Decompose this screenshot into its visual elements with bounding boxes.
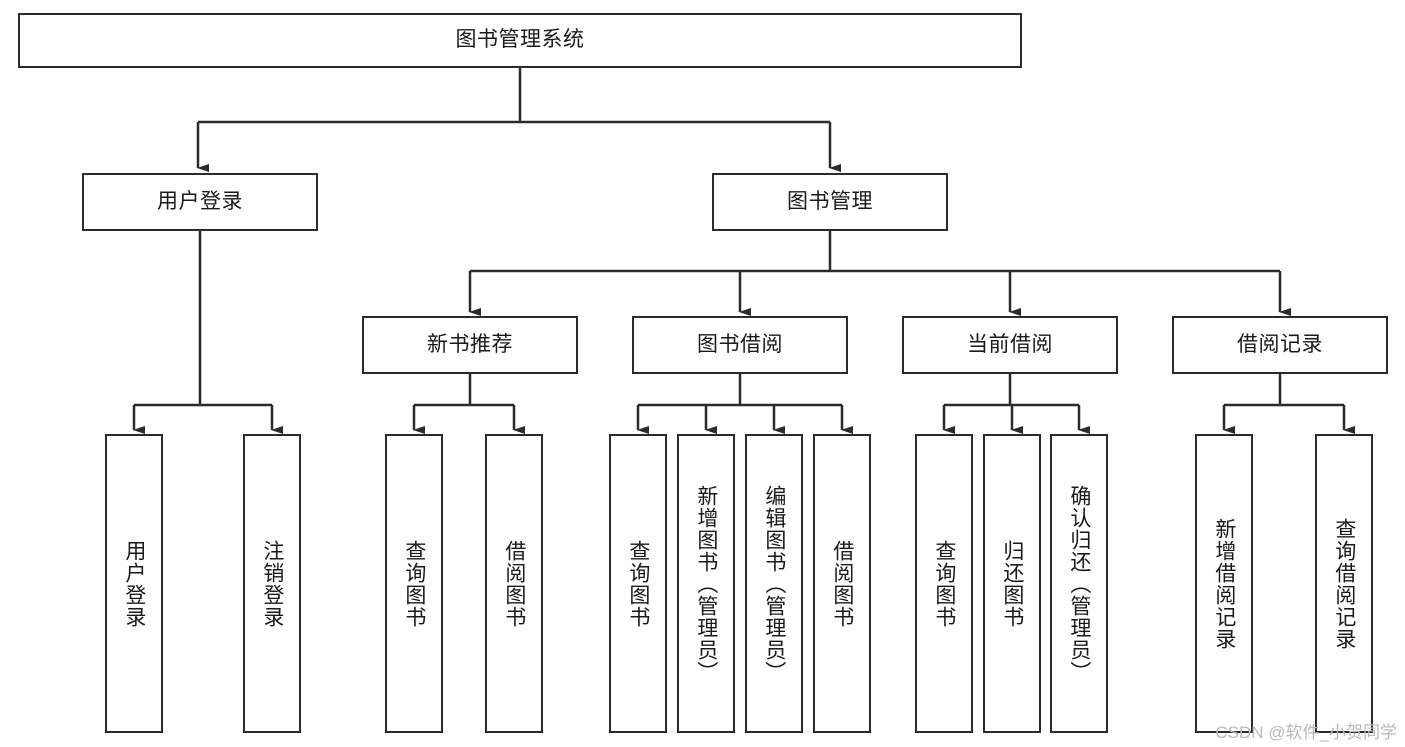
node-root[interactable]: 图书管理系统 (18, 13, 1022, 68)
node-borrow-record[interactable]: 借阅记录 (1172, 316, 1388, 374)
leaf-cb-return-book[interactable]: 归还图书 (983, 434, 1041, 733)
node-user-login-label: 用户登录 (157, 189, 243, 213)
leaf-br-add-record[interactable]: 新增借阅记录 (1195, 434, 1253, 733)
leaf-cb-query-book[interactable]: 查询图书 (915, 434, 973, 733)
leaf-cb-return-book-label: 归还图书 (1000, 539, 1024, 628)
node-new-book-recommend-label: 新书推荐 (427, 332, 513, 356)
leaf-bb-edit-book[interactable]: 编辑图书（管理员） (745, 434, 803, 733)
node-borrow-record-label: 借阅记录 (1237, 332, 1323, 356)
leaf-user-logout-label: 注销登录 (260, 539, 284, 628)
node-book-borrow-label: 图书借阅 (697, 332, 783, 356)
leaf-user-login-label: 用户登录 (122, 539, 146, 628)
node-root-label: 图书管理系统 (455, 28, 585, 52)
leaf-nbr-borrow-book[interactable]: 借阅图书 (485, 434, 543, 733)
leaf-bb-add-book-label: 新增图书（管理员） (694, 484, 718, 683)
leaf-nbr-query-book-label: 查询图书 (402, 539, 426, 628)
leaf-cb-confirm-return[interactable]: 确认归还（管理员） (1050, 434, 1108, 733)
leaf-br-query-record-label: 查询借阅记录 (1332, 517, 1356, 650)
leaf-cb-confirm-return-label: 确认归还（管理员） (1067, 484, 1091, 683)
connector-lines (132, 68, 1355, 434)
node-current-borrow-label: 当前借阅 (967, 332, 1053, 356)
leaf-user-logout[interactable]: 注销登录 (243, 434, 301, 733)
leaf-nbr-borrow-book-label: 借阅图书 (502, 539, 526, 628)
node-user-login[interactable]: 用户登录 (82, 173, 318, 231)
watermark-text: CSDN @软件_小贺同学 (1215, 723, 1397, 742)
node-book-manage[interactable]: 图书管理 (712, 173, 948, 231)
leaf-bb-add-book[interactable]: 新增图书（管理员） (677, 434, 735, 733)
node-current-borrow[interactable]: 当前借阅 (902, 316, 1118, 374)
leaf-bb-borrow-book-label: 借阅图书 (830, 539, 854, 628)
leaf-br-query-record[interactable]: 查询借阅记录 (1315, 434, 1373, 733)
leaf-bb-query-book-label: 查询图书 (626, 539, 650, 628)
leaf-user-login[interactable]: 用户登录 (105, 434, 163, 733)
leaf-nbr-query-book[interactable]: 查询图书 (385, 434, 443, 733)
node-new-book-recommend[interactable]: 新书推荐 (362, 316, 578, 374)
leaf-bb-edit-book-label: 编辑图书（管理员） (762, 484, 786, 683)
node-book-manage-label: 图书管理 (787, 189, 873, 213)
leaf-bb-borrow-book[interactable]: 借阅图书 (813, 434, 871, 733)
leaf-br-add-record-label: 新增借阅记录 (1212, 517, 1236, 650)
node-book-borrow[interactable]: 图书借阅 (632, 316, 848, 374)
leaf-bb-query-book[interactable]: 查询图书 (609, 434, 667, 733)
leaf-cb-query-book-label: 查询图书 (932, 539, 956, 628)
